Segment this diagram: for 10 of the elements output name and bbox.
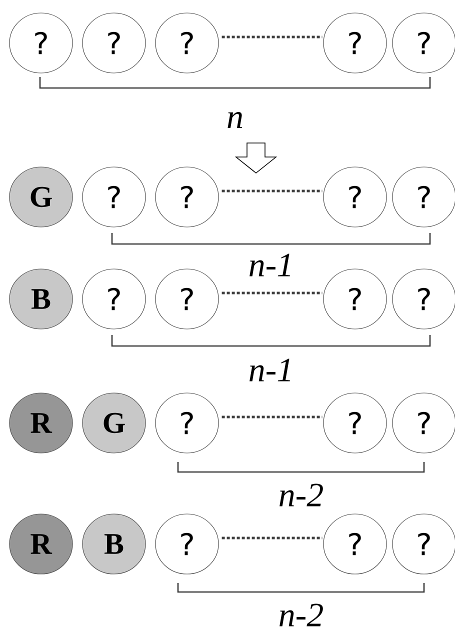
dotted-line [222, 36, 322, 38]
count-label: n-1 [250, 254, 290, 276]
dotted-line [222, 536, 322, 540]
dotted-line [222, 292, 322, 294]
count-label: n-1 [250, 358, 290, 382]
dotted-line [222, 190, 322, 192]
dotted-line [222, 416, 322, 418]
count-label: n-2 [280, 484, 323, 506]
count-label: n [228, 112, 242, 128]
count-label: n-2 [280, 604, 323, 626]
